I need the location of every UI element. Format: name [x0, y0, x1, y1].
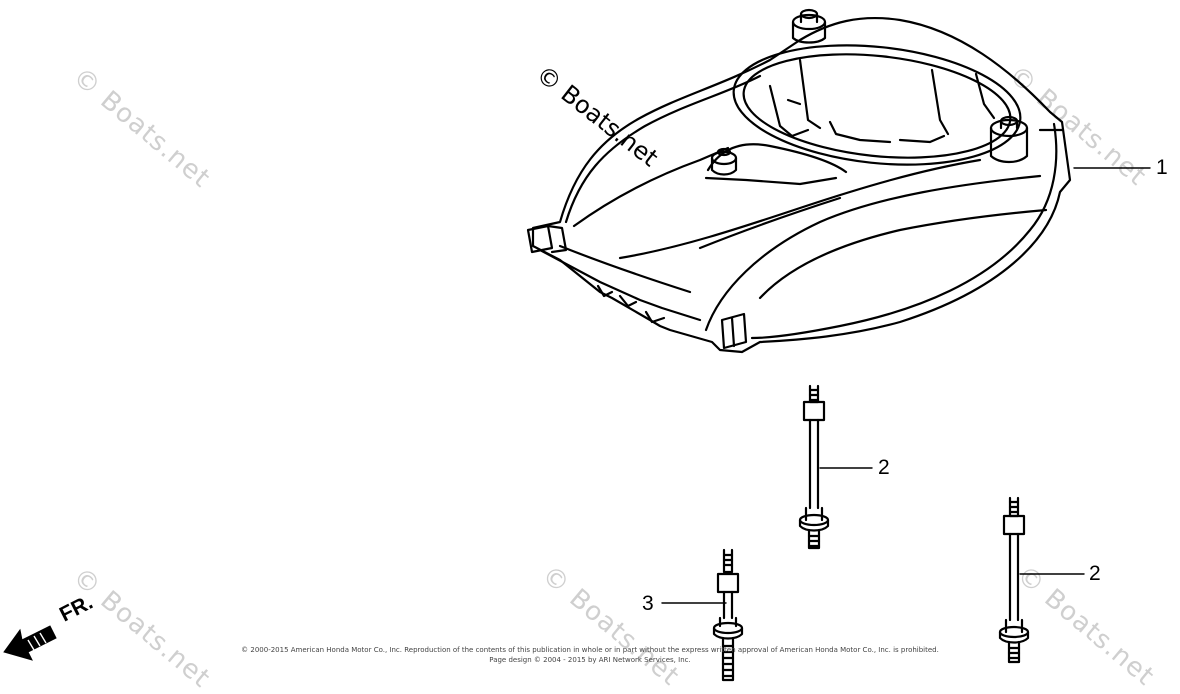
stud-bolt-2-right [998, 496, 1030, 664]
front-arrow-icon [3, 625, 57, 661]
stud-bolt-2-upper [798, 384, 830, 550]
callout-1: 1 [1156, 156, 1168, 179]
stud-bolt-3 [712, 548, 744, 682]
cover-bolt-left [710, 147, 738, 176]
fan-cover-part [526, 8, 1072, 354]
copyright-line-2: Page design © 2004 - 2015 by ARI Network… [489, 656, 691, 664]
cover-bolt-top [791, 8, 827, 44]
cover-bolt-right [989, 115, 1029, 164]
callout-2-upper: 2 [878, 456, 890, 479]
copyright-notice: © 2000-2015 American Honda Motor Co., In… [180, 645, 1000, 665]
callout-2-right: 2 [1089, 562, 1101, 585]
callout-3: 3 [642, 592, 654, 615]
copyright-line-1: © 2000-2015 American Honda Motor Co., In… [241, 646, 939, 654]
